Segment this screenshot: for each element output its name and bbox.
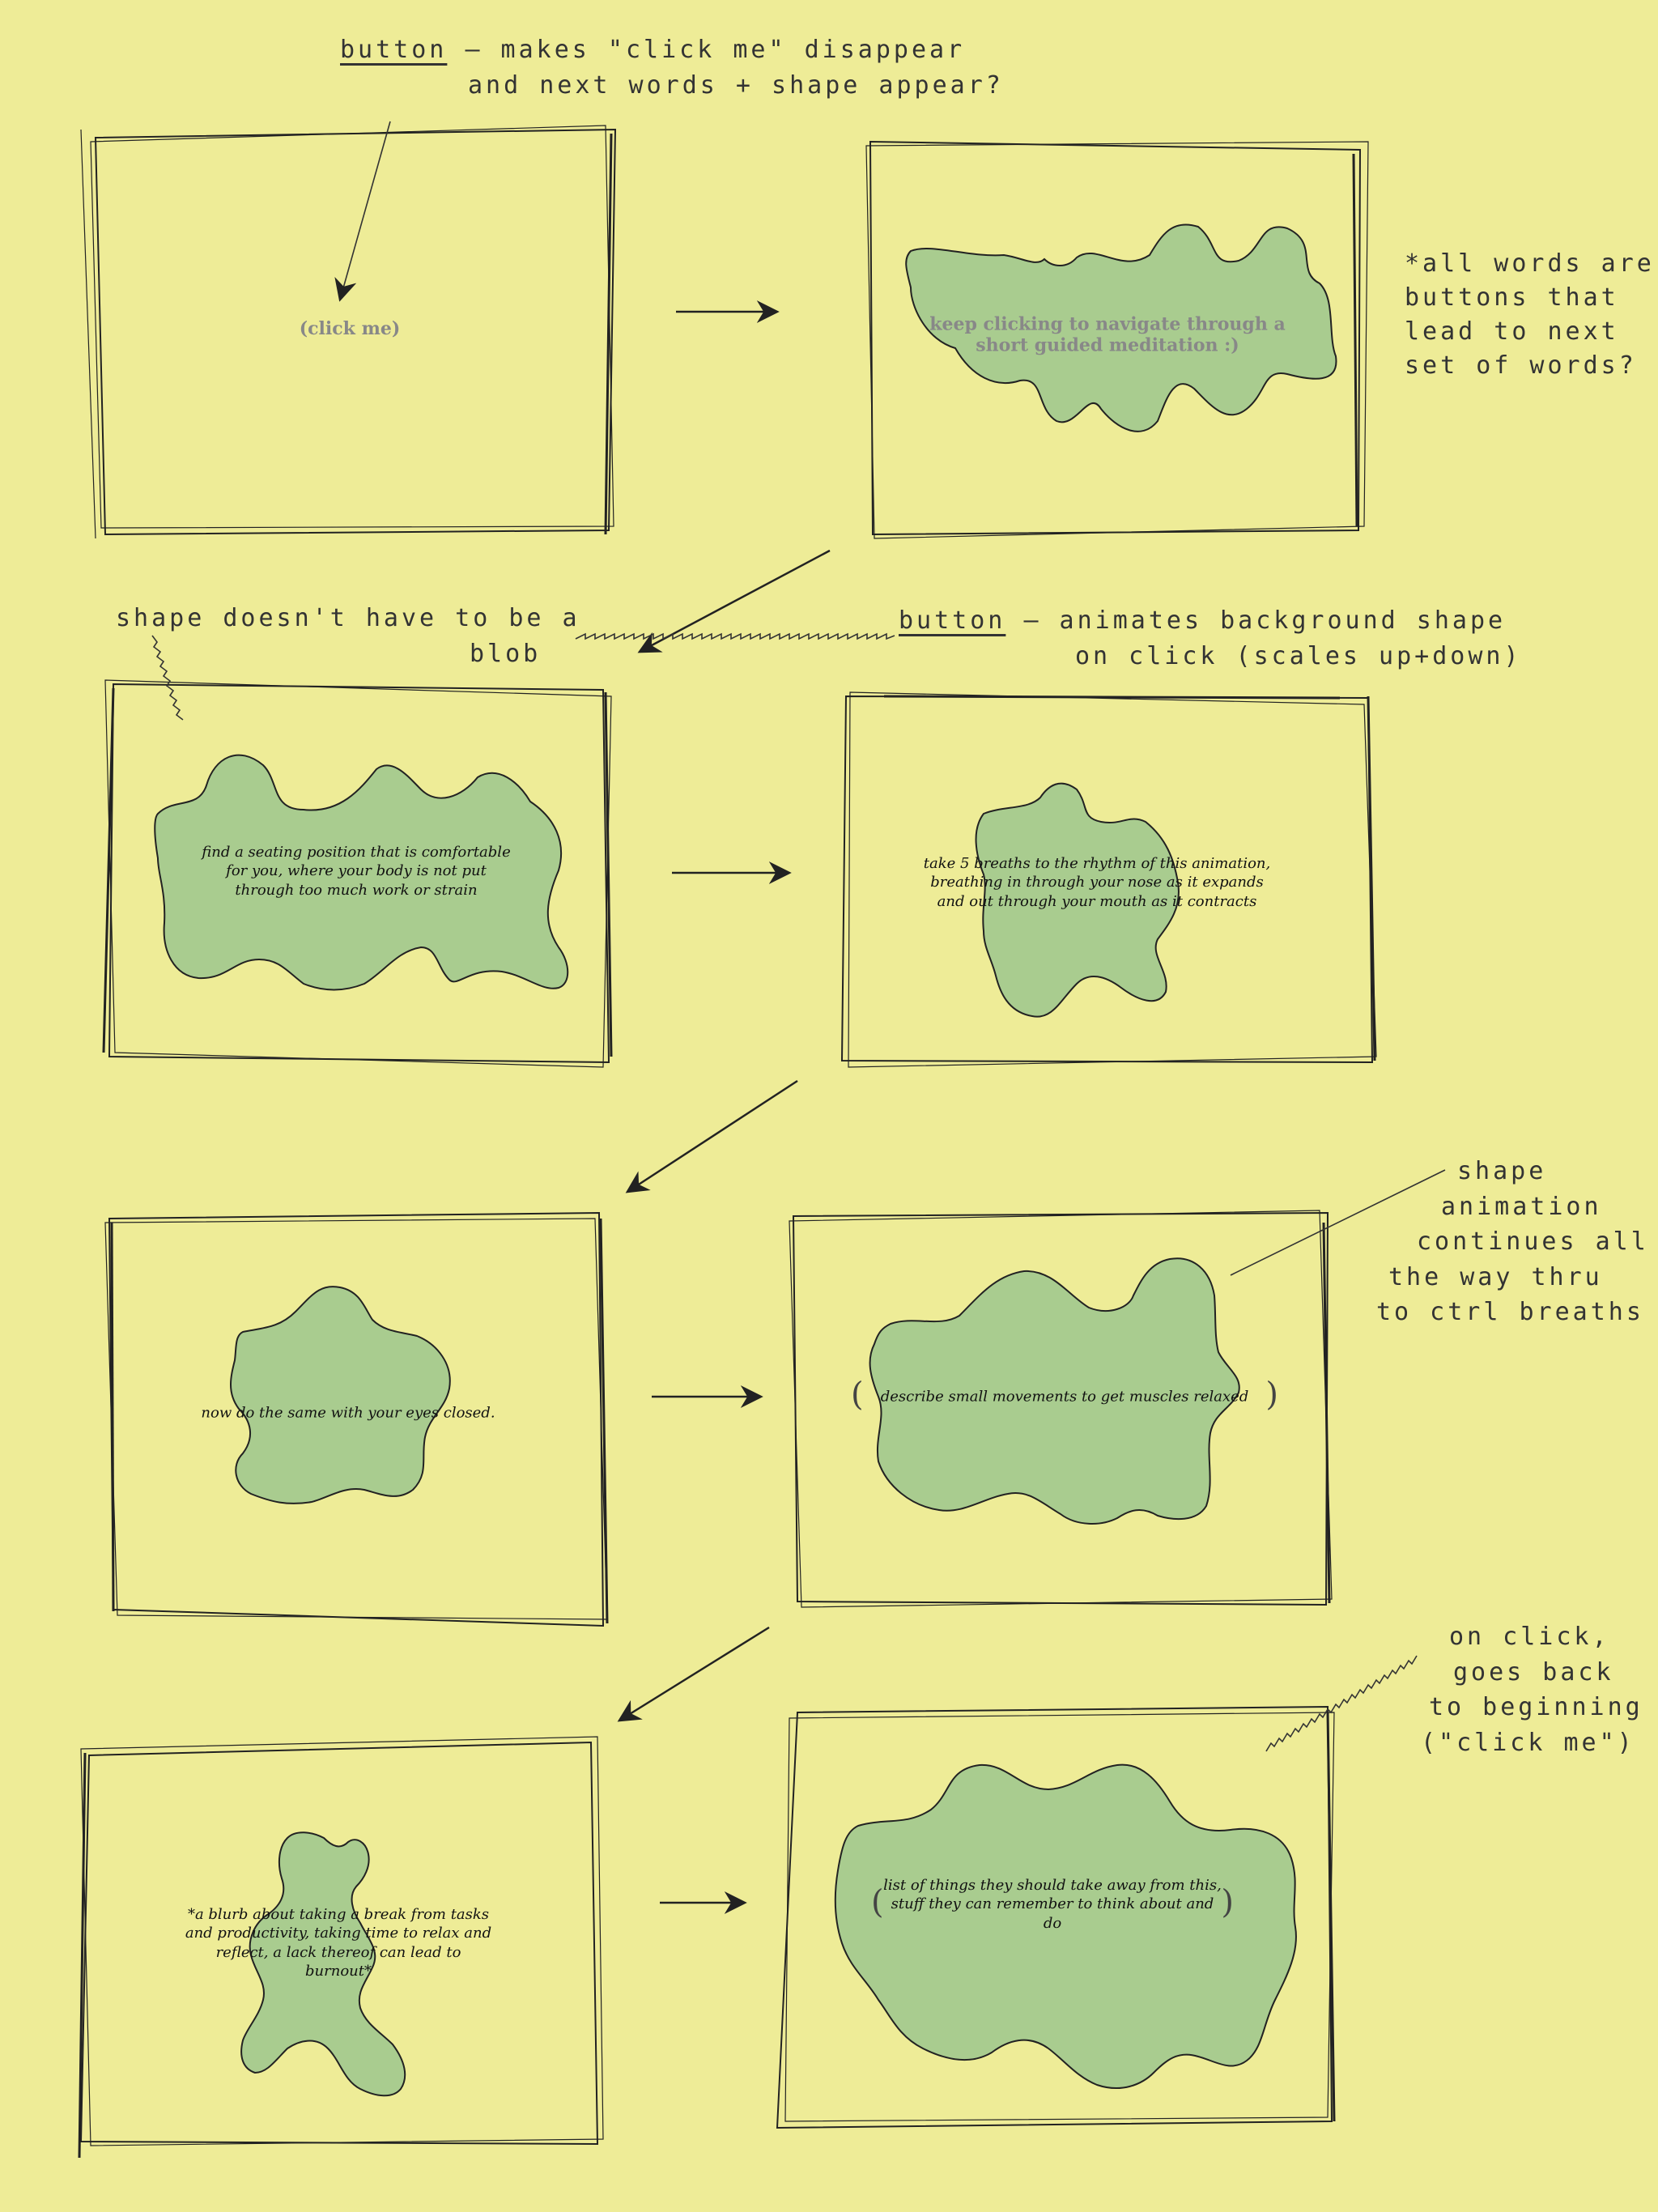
note-animate-button-word: button: [899, 606, 1006, 635]
blob-panel-5: [230, 1286, 451, 1504]
note-shape-blob-line2: blob: [470, 639, 542, 668]
pointer-animate-button: [575, 632, 895, 640]
seating-text-button[interactable]: find a seating position that is comforta…: [194, 843, 518, 900]
click-me-button[interactable]: (click me): [299, 317, 401, 339]
seating-text-label: find a seating position that is comforta…: [202, 843, 511, 899]
note-shape-anim-line3: continues all: [1417, 1227, 1649, 1256]
note-all-words-line2: buttons that: [1405, 283, 1619, 312]
note-button-word: button: [340, 36, 448, 64]
takeaway-text-button[interactable]: list of things they should take away fro…: [882, 1876, 1222, 1933]
note-all-words: *all words are buttons that lead to next…: [1405, 247, 1655, 383]
note-button-desc-2: and next words + shape appear?: [468, 70, 1004, 100]
note-back-line2: goes back: [1453, 1657, 1614, 1687]
note-back-line4: ("click me"): [1421, 1728, 1635, 1757]
takeaway-text-label: list of things they should take away fro…: [883, 1876, 1222, 1932]
note-back-line3: to beginning: [1429, 1693, 1643, 1721]
panel-frame-3: [102, 679, 613, 1068]
pointer-click-me: [334, 121, 391, 302]
note-all-words-line1: *all words are: [1405, 249, 1655, 278]
blob-shapes: [154, 223, 1337, 2097]
note-animate-button-desc-2: on click (scales up+down): [1075, 641, 1522, 670]
note-all-words-line3: lead to next: [1405, 317, 1619, 346]
note-button-desc: – makes "click me" disappear: [465, 36, 966, 64]
note-animate-button-desc: – animates background shape: [1023, 606, 1507, 635]
pointer-shape-animation: [1230, 1169, 1446, 1276]
panel-frame-5: [104, 1211, 609, 1627]
note-shape-blob: shape doesn't have to be a blob: [116, 601, 580, 671]
intro-text-label: keep clicking to navigate through a shor…: [929, 313, 1286, 356]
blurb-text-label: *a blurb about taking a break from tasks…: [185, 1906, 492, 1980]
arrow-6-to-7: [617, 1626, 770, 1722]
note-shape-anim-line1: shape: [1457, 1157, 1547, 1185]
note-shape-anim-line2: animation: [1441, 1192, 1602, 1221]
pointer-shape-blob: [151, 635, 184, 721]
note-all-words-line4: set of words?: [1405, 351, 1637, 380]
panel-frame-6: [789, 1210, 1333, 1608]
movements-text-label: describe small movements to get muscles …: [880, 1388, 1249, 1406]
panel-frame-1: [80, 125, 617, 539]
eyes-closed-text-label: now do the same with your eyes closed.: [201, 1404, 495, 1422]
breaths-text-label: take 5 breaths to the rhythm of this ani…: [923, 854, 1271, 910]
pointer-back-to-start: [1265, 1655, 1418, 1752]
note-shape-anim-line5: to ctrl breaths: [1376, 1298, 1644, 1326]
panel-frame-7: [78, 1736, 604, 2159]
note-back-to-start: on click, goes back to beginning ("click…: [1421, 1619, 1643, 1760]
flow-arrows: [617, 300, 831, 1914]
panel-frames: [78, 125, 1377, 2159]
movements-text-button[interactable]: describe small movements to get muscles …: [862, 1387, 1267, 1406]
blob-panel-3: [154, 754, 569, 991]
eyes-closed-text-button[interactable]: now do the same with your eyes closed.: [166, 1403, 530, 1422]
note-animate-button: button – animates background shape on cl…: [899, 603, 1522, 674]
blob-panel-7: [240, 1831, 406, 2097]
blob-panel-2: [905, 223, 1337, 432]
panel-frame-4: [840, 691, 1377, 1068]
click-me-label: click me: [308, 317, 392, 339]
breaths-text-button[interactable]: take 5 breaths to the rhythm of this ani…: [915, 854, 1279, 911]
panel-frame-2: [865, 140, 1369, 539]
arrow-4-to-5: [625, 1079, 798, 1193]
note-shape-animation: shape animation continues all the way th…: [1376, 1154, 1649, 1330]
note-back-line1: on click,: [1449, 1623, 1610, 1651]
panel-frame-8: [776, 1705, 1336, 2129]
blob-panel-4: [975, 782, 1180, 1018]
note-click-me-button: button – makes "click me" disappear and …: [340, 32, 1004, 103]
blurb-text-button[interactable]: *a blurb about taking a break from tasks…: [185, 1905, 492, 1981]
annotation-pointers: [151, 121, 1446, 1752]
note-shape-blob-line1: shape doesn't have to be a: [116, 604, 580, 632]
intro-text-button[interactable]: keep clicking to navigate through a shor…: [921, 314, 1294, 357]
note-shape-anim-line4: the way thru: [1388, 1262, 1603, 1291]
